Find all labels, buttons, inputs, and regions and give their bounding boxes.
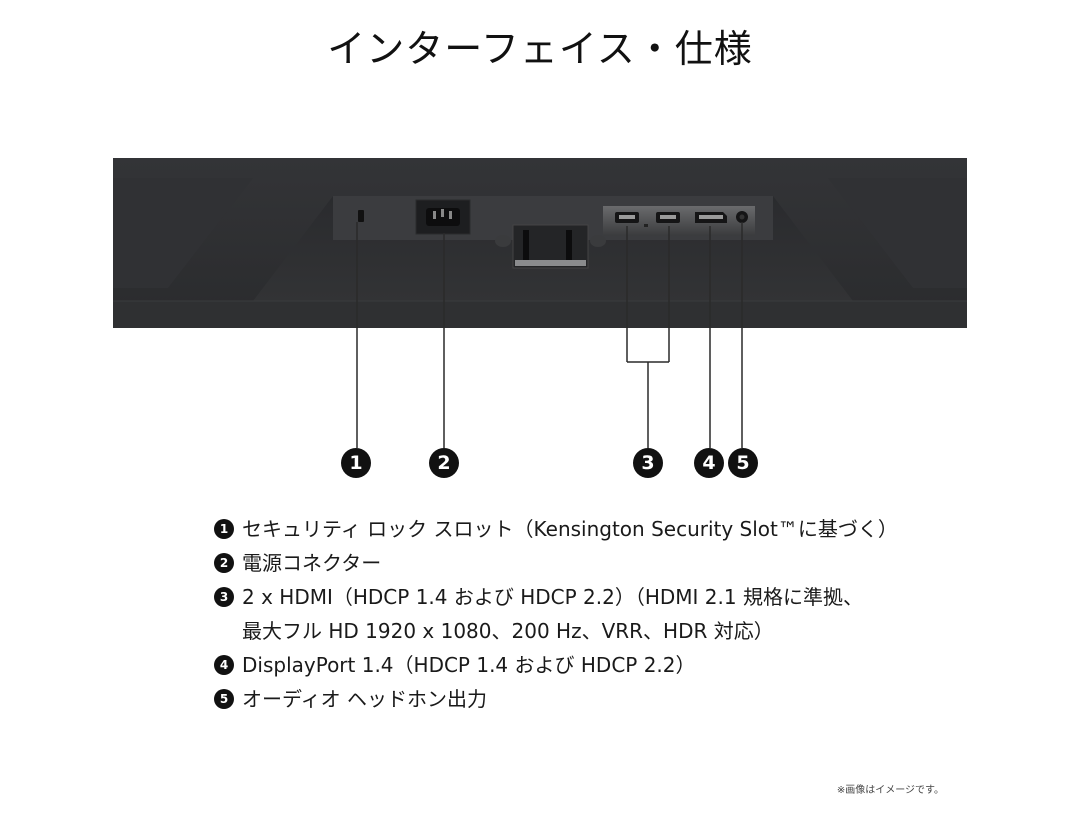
monitor-rear-image: [113, 158, 967, 328]
callout-2-badge: 2: [429, 448, 459, 478]
spec-text: 2 x HDMI（HDCP 1.4 および HDCP 2.2）（HDMI 2.1…: [242, 585, 863, 609]
spec-text: 最大フル HD 1920 x 1080、200 Hz、VRR、HDR 対応）: [242, 619, 774, 643]
spec-text: セキュリティ ロック スロット（Kensington Security Slot…: [242, 517, 898, 541]
spec-item-hdmi-continuation: 最大フル HD 1920 x 1080、200 Hz、VRR、HDR 対応）: [214, 614, 898, 648]
spec-text: 電源コネクター: [242, 551, 382, 575]
callout-1-badge: 1: [341, 448, 371, 478]
callout-5-badge: 5: [728, 448, 758, 478]
spec-list: 1 セキュリティ ロック スロット（Kensington Security Sl…: [214, 512, 898, 716]
spec-number-badge: 1: [214, 519, 234, 539]
spec-text: オーディオ ヘッドホン出力: [242, 687, 487, 711]
spec-item-displayport: 4 DisplayPort 1.4（HDCP 1.4 および HDCP 2.2）: [214, 648, 898, 682]
spec-number-badge: 5: [214, 689, 234, 709]
spec-item-audio-out: 5 オーディオ ヘッドホン出力: [214, 682, 898, 716]
spec-number-badge: 2: [214, 553, 234, 573]
spec-number-badge: 4: [214, 655, 234, 675]
spec-item-security-slot: 1 セキュリティ ロック スロット（Kensington Security Sl…: [214, 512, 898, 546]
page-title: インターフェイス・仕様: [327, 27, 753, 71]
callout-3-badge: 3: [633, 448, 663, 478]
spec-text: DisplayPort 1.4（HDCP 1.4 および HDCP 2.2）: [242, 653, 696, 677]
spec-item-hdmi: 3 2 x HDMI（HDCP 1.4 および HDCP 2.2）（HDMI 2…: [214, 580, 898, 614]
callout-4-badge: 4: [694, 448, 724, 478]
spec-item-power-connector: 2 電源コネクター: [214, 546, 898, 580]
spec-number-badge: 3: [214, 587, 234, 607]
image-disclaimer-note: ※画像はイメージです。: [836, 785, 944, 796]
